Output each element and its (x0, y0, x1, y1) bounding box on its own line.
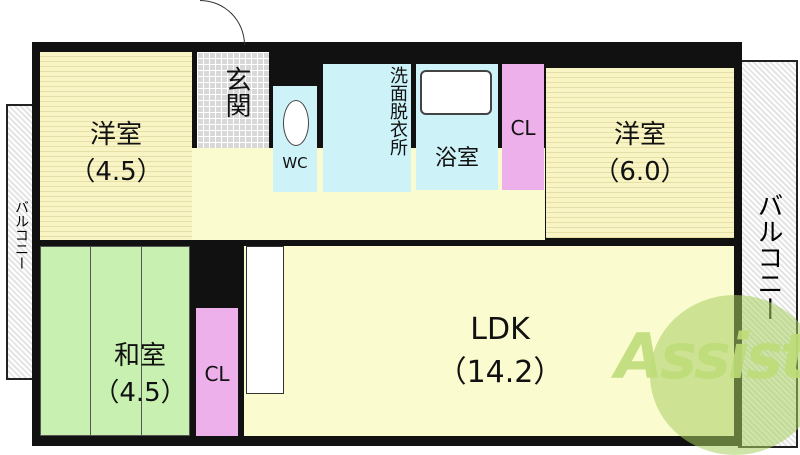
closet-1 (502, 64, 544, 190)
kitchen-counter (246, 246, 284, 394)
logo-circle (650, 295, 800, 455)
japanese-label: 和室（4.5） (93, 341, 187, 408)
entrance-label: 玄関 (221, 66, 251, 118)
room-ldk (244, 246, 734, 436)
western-2-label: 洋室（6.0） (593, 120, 687, 187)
bathtub (420, 70, 492, 115)
logo-text: Assist (615, 320, 800, 393)
wc-label: WC (282, 154, 308, 172)
closet-2 (196, 308, 238, 436)
closet-2-label: CL (204, 362, 230, 386)
room-western-1 (40, 52, 192, 240)
room-western-2 (546, 68, 734, 238)
room-japanese (40, 246, 190, 436)
western-1-label: 洋室（4.5） (69, 120, 163, 187)
room-washroom (323, 64, 411, 192)
bath-label: 浴室 (434, 146, 479, 171)
toilet (283, 100, 309, 146)
ldk-label: LDK（14.2） (436, 312, 564, 390)
entrance-door[interactable] (200, 0, 245, 45)
washroom-label: 洗面脱衣所 (387, 66, 408, 156)
balcony-left-label: バルコニー (13, 200, 29, 270)
tatami-lines (90, 246, 142, 436)
closet-1-label: CL (510, 116, 536, 140)
room-entrance (197, 52, 269, 148)
